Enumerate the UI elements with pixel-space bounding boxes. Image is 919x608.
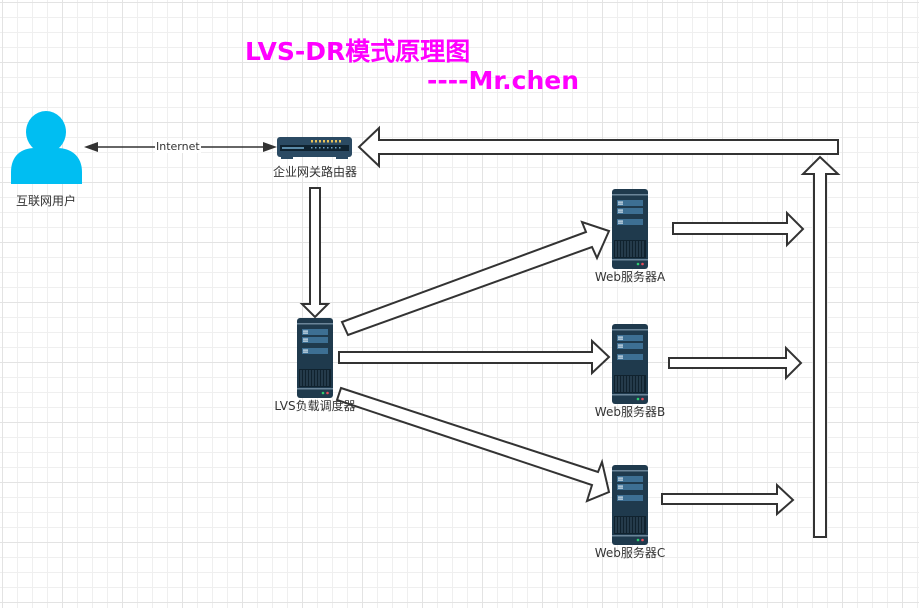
arrow-lvs-to-web-a (340, 220, 611, 337)
arrow-return-bus-up (800, 155, 841, 538)
web-server-a-icon (611, 188, 649, 270)
web-c-label: Web服务器C (594, 546, 666, 560)
arrow-router-to-lvs (299, 187, 331, 319)
arrow-web-c-to-return (661, 482, 795, 517)
web-b-label: Web服务器B (594, 405, 666, 419)
arrow-web-a-to-return (672, 210, 805, 248)
user-label: 互联网用户 (15, 194, 76, 208)
arrow-return-to-router (357, 125, 839, 169)
web-a-label: Web服务器A (594, 270, 666, 284)
lvs-label: LVS负载调度器 (274, 399, 356, 413)
user-icon (11, 111, 82, 184)
arrow-web-b-to-return (668, 345, 803, 381)
web-server-c-icon (611, 464, 649, 546)
lvs-server-icon (296, 317, 334, 399)
web-server-b-icon (611, 323, 649, 405)
router-label: 企业网关路由器 (272, 165, 357, 179)
arrow-lvs-to-web-c (335, 386, 611, 503)
diagram-title: LVS-DR模式原理图 (245, 37, 471, 66)
internet-label: Internet (155, 140, 201, 153)
router-icon (277, 137, 352, 159)
arrow-lvs-to-web-b (338, 338, 611, 376)
diagram-author: ----Mr.chen (427, 66, 580, 95)
